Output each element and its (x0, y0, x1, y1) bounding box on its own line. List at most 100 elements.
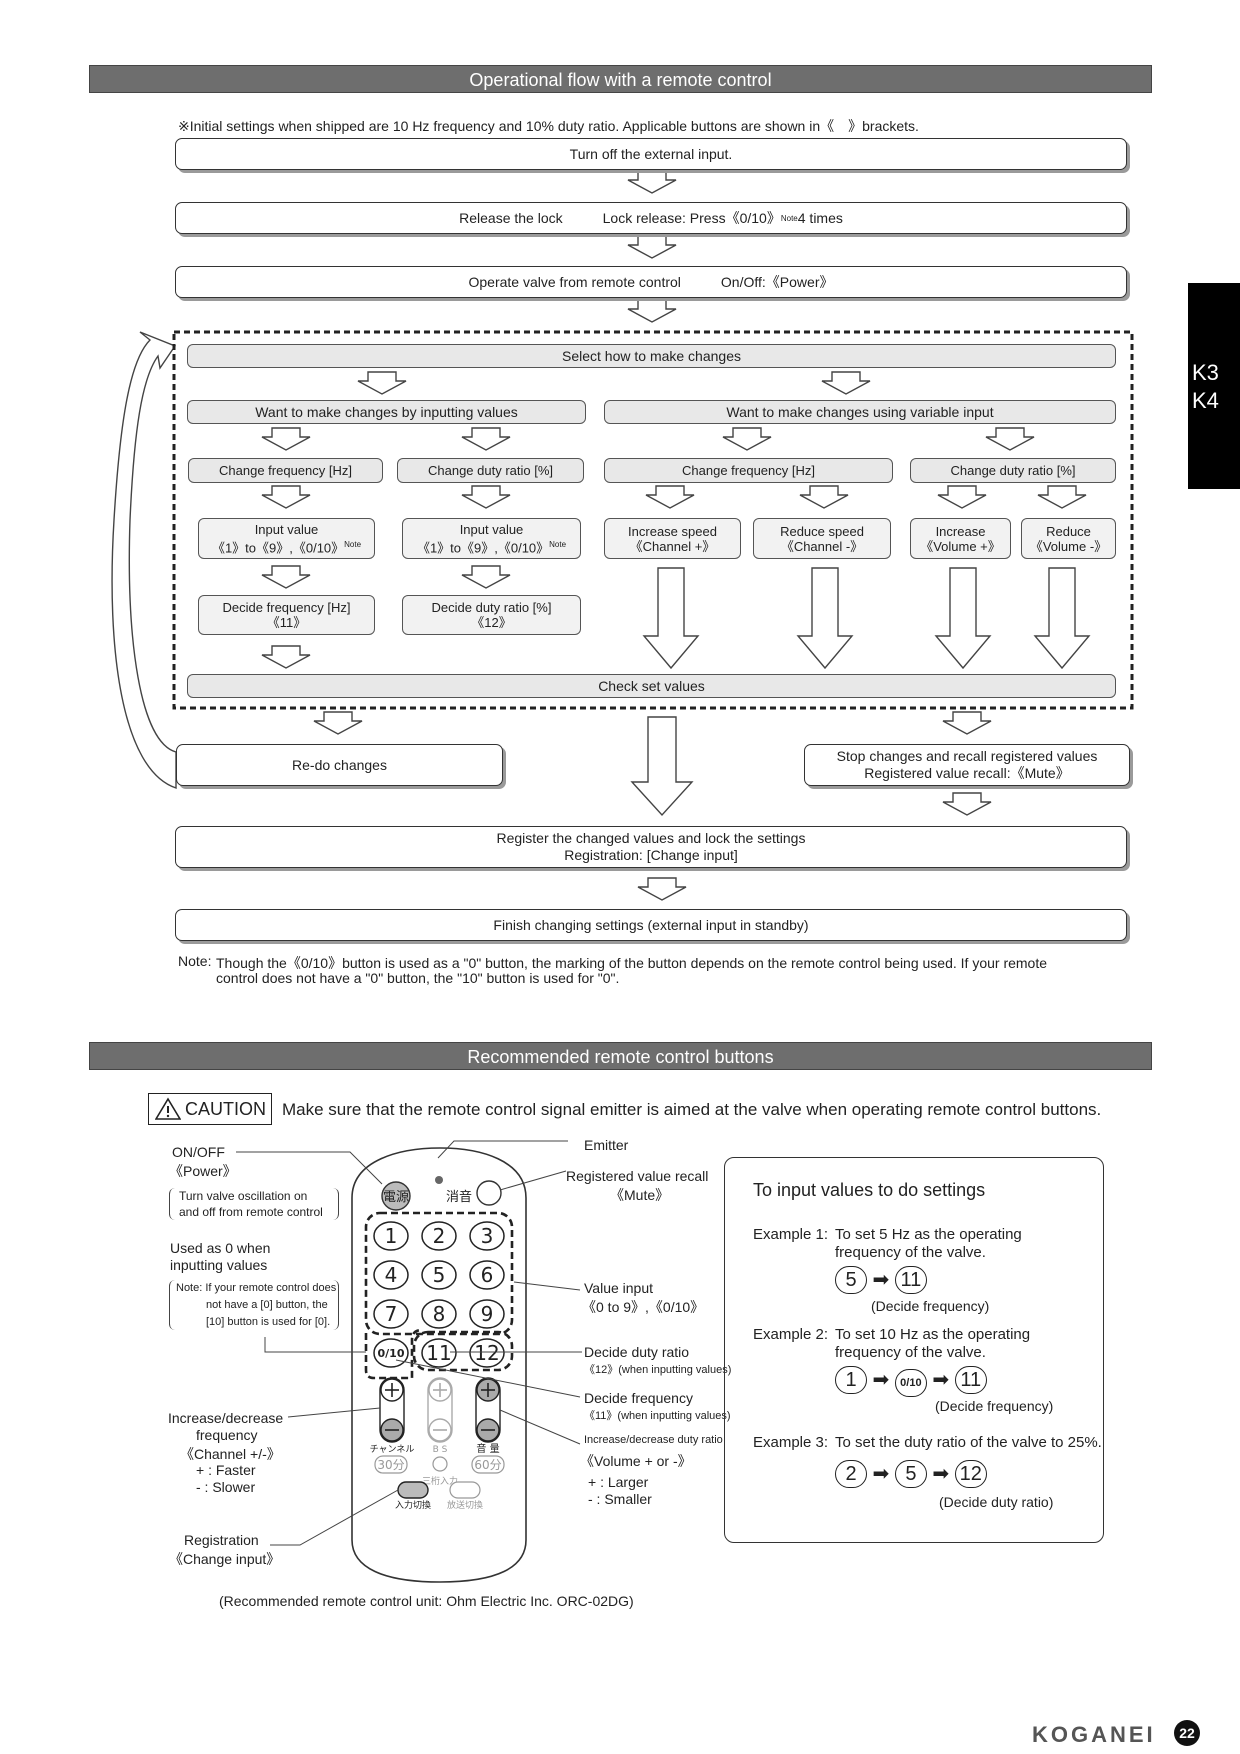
key-button[interactable] (469, 1221, 505, 1251)
volume-rocker[interactable] (475, 1377, 501, 1443)
key-label: 7 (385, 1302, 398, 1326)
button-ref: 《Channel -》 (780, 538, 864, 554)
redo-changes-box: Re-do changes (176, 744, 503, 786)
recommended-unit: (Recommended remote control unit: Ohm El… (219, 1593, 634, 1609)
onoff-label: ON/OFF (172, 1144, 225, 1160)
key-label: 11 (426, 1341, 451, 1365)
decide-duty-label: Decide duty ratio (584, 1344, 690, 1360)
mute-label: 消音 (446, 1189, 472, 1205)
down-arrow (627, 170, 677, 194)
increase-duty-box: Increase 《Volume +》 (910, 518, 1011, 559)
variable-input-title: Want to make changes using variable inpu… (604, 400, 1116, 424)
key-button[interactable] (421, 1338, 457, 1368)
down-arrow (461, 565, 511, 589)
example-3-sequence: 2 ➡ 5 ➡ 12 (835, 1460, 987, 1488)
change-input-button[interactable] (397, 1481, 429, 1499)
key-button[interactable] (469, 1338, 505, 1368)
volume-description: Increase/decrease duty ratio (584, 1434, 723, 1446)
chapter-side-tab: K3 K4 (1188, 283, 1240, 489)
check-set-values: Check set values (187, 674, 1116, 698)
range: 《1》to《9》,《0/10》 (416, 540, 550, 556)
label: Re-do changes (292, 756, 387, 773)
three-digit-button (432, 1456, 448, 1472)
key-symbol: 12 (954, 1460, 987, 1488)
channel-label: チャンネル (370, 1444, 415, 1455)
section-header-flow: Operational flow with a remote control (89, 65, 1152, 93)
key-symbol: 5 (894, 1460, 927, 1488)
page-number: 22 (1174, 1720, 1200, 1746)
volume-label: 音 量 (476, 1442, 499, 1455)
timer-30-label: 30分 (377, 1458, 404, 1472)
mute-button[interactable] (476, 1180, 502, 1206)
note-text-2: control does not have a "0" button, the … (216, 970, 620, 986)
power-ref: 《Power》 (169, 1163, 237, 1179)
key-button[interactable] (373, 1221, 409, 1251)
label: Increase (935, 523, 986, 539)
caution-text: Make sure that the remote control signal… (282, 1100, 1102, 1119)
key-button[interactable] (373, 1260, 409, 1290)
key-button[interactable] (421, 1221, 457, 1251)
down-arrow (942, 792, 992, 816)
key-button[interactable] (469, 1299, 505, 1329)
key-button[interactable] (373, 1299, 409, 1329)
power-button[interactable] (381, 1181, 411, 1211)
key-button[interactable] (421, 1260, 457, 1290)
label: Change duty ratio [%] (950, 463, 1076, 478)
desc-line: and off from remote control (179, 1205, 323, 1219)
decide-duty-box: Decide duty ratio [%] 《12》 (402, 595, 581, 635)
range: 《1》to《9》,《0/10》 (211, 540, 345, 556)
channel-rocker[interactable] (379, 1377, 405, 1443)
incdec-label-2: frequency (196, 1427, 258, 1443)
down-arrow (1037, 485, 1087, 509)
note-label: Note: (178, 953, 212, 969)
select-how: Select how to make changes (187, 344, 1116, 368)
used-as-zero-2: inputting values (170, 1257, 268, 1273)
key-symbol: 1 (835, 1366, 867, 1394)
timer-60-button (471, 1455, 505, 1474)
note-line: Note: If your remote control does (176, 1282, 337, 1294)
caution-badge: CAUTION (148, 1093, 272, 1125)
step-text: Release the lock (459, 209, 563, 226)
faster-label: + : Faster (196, 1462, 256, 1478)
step-detail-end: 4 times (797, 209, 843, 226)
down-arrow (261, 645, 311, 669)
key-button[interactable] (373, 1338, 409, 1368)
note-mark: Note (780, 213, 798, 223)
section-header-buttons: Recommended remote control buttons (89, 1042, 1152, 1070)
larger-label: + : Larger (588, 1474, 649, 1490)
label: Change duty ratio [%] (427, 463, 554, 478)
key-symbol: 5 (835, 1266, 867, 1294)
down-arrow (461, 485, 511, 509)
key-label: 2 (433, 1224, 446, 1248)
broadcast-label: 放送切換 (447, 1499, 483, 1511)
mute-ref: 《Mute》 (610, 1187, 670, 1203)
decide-keys-group (412, 1330, 514, 1372)
arrow-right-icon: ➡ (867, 1463, 895, 1485)
redo-curve-arrow (111, 331, 177, 789)
down-arrow (722, 427, 772, 451)
key-label: 1 (385, 1224, 398, 1248)
note-text-1: Though the《0/10》button is used as a "0" … (216, 955, 1048, 971)
label: Reduce speed (780, 523, 864, 539)
key-button[interactable] (421, 1299, 457, 1329)
examples-title: To input values to do settings (753, 1180, 986, 1200)
finish-box: Finish changing settings (external input… (175, 909, 1127, 941)
note-mark: Note (344, 539, 362, 549)
long-arrows (630, 567, 1091, 817)
key-label: 0/10 (378, 1347, 405, 1360)
brand-logo: KOGANEI (1032, 1722, 1156, 1747)
value-input-range: 《0 to 9》,《0/10》 (582, 1299, 705, 1315)
used-as-zero-1: Used as 0 when (170, 1240, 271, 1256)
label: Registered value recall:《Mute》 (864, 765, 1070, 781)
decide-frequency-sub: 《11》(when inputting values) (584, 1410, 731, 1422)
smaller-label: - : Smaller (588, 1491, 652, 1507)
emitter-label: Emitter (584, 1137, 629, 1153)
label: Increase speed (628, 523, 717, 539)
power-description: Turn valve oscillation on and off from r… (169, 1188, 339, 1220)
example-1-text-2: frequency of the valve. (835, 1244, 986, 1261)
decide-frequency-box: Decide frequency [Hz] 《11》 (198, 595, 375, 635)
key-button[interactable] (469, 1260, 505, 1290)
registration-label: Registration (184, 1532, 259, 1548)
timer-30-button (374, 1455, 408, 1474)
down-arrow (261, 427, 311, 451)
